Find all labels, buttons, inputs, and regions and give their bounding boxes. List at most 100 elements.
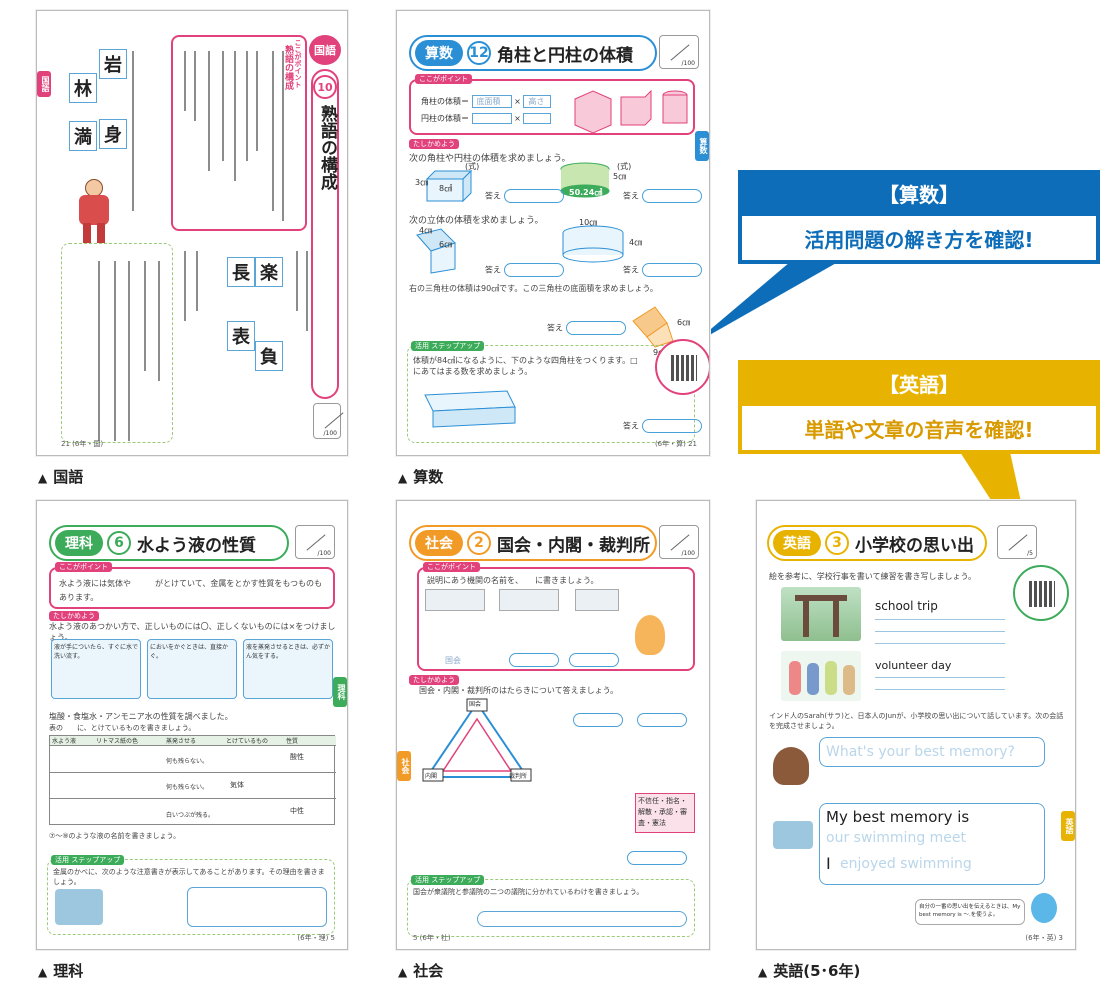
science-stepup-box (47, 859, 335, 935)
base-area-value-2: 50.24㎠ (569, 188, 603, 197)
bird-speech-text: 自分の一番の思い出を伝えるときは、My best memory is 〜.を使う… (919, 904, 1021, 918)
table-cell: 何も残らない。 (166, 784, 209, 791)
science-subject-pill: 理科 (55, 530, 103, 556)
answer-input[interactable] (503, 263, 564, 277)
building-pic (425, 589, 485, 611)
english-q2: インド人のSarah(サラ)と、日本人のJunが、小学校の思い出について話してい… (769, 712, 1064, 730)
writing-line (875, 619, 1005, 620)
english-unit-number: 3 (825, 531, 849, 555)
caption-social: ▲社会 (398, 962, 444, 980)
social-answer-line[interactable] (477, 911, 687, 927)
bird-speech: 自分の一番の思い出を伝えるときは、My best memory is 〜.を使う… (915, 899, 1025, 925)
english-callout-body: 単語や文章の音声を確認! (742, 406, 1096, 450)
diagram-label: 内閣 (425, 773, 438, 780)
answer-input[interactable] (503, 189, 564, 203)
english-word-1: school trip (875, 599, 938, 613)
social-point-q: 説明にあう機関の名前を、 に書きましょう。 (427, 576, 599, 585)
page-japanese: 国語 10 熟語の構成 /100 国語 ここがポイント 熟語の構成 岩 林 満 … (36, 10, 348, 456)
answer-label: 答え (547, 323, 563, 333)
social-footer: 5 (6年・社) (413, 934, 451, 942)
answer-input[interactable] (509, 653, 559, 667)
science-unit-number: 6 (107, 531, 131, 555)
math-callout: 【算数】 活用問題の解き方を確認! (738, 170, 1100, 264)
japanese-point-box: ここがポイント 熟語の構成 (171, 35, 307, 231)
dim-label: 4㎝ (629, 238, 643, 247)
science-score-box: /100 (295, 525, 335, 559)
answer-input[interactable] (641, 419, 702, 433)
answer-label: 答え (623, 265, 639, 275)
jun-avatar (773, 821, 813, 849)
kanji-cell: 身 (99, 119, 127, 149)
trace-question: What's your best memory? (826, 744, 1015, 760)
answer-label: 答え (623, 191, 639, 201)
answer-input[interactable] (569, 653, 619, 667)
dim-label: 5㎝ (613, 172, 627, 181)
japanese-title: 熟語の構成 (317, 105, 337, 190)
building-pic (499, 589, 559, 611)
social-q4: 国会が衆議院と参議院の二つの議院に分かれているわけを書きましょう。 (413, 888, 644, 896)
english-subject-pill: 英語 (773, 530, 821, 556)
bird-illustration (1031, 893, 1057, 923)
math-q3: 右の三角柱の体積は90㎤です。この三角柱の底面積を求めましょう。 (409, 284, 658, 293)
answer-input[interactable] (641, 263, 702, 277)
social-point-box: ここがポイント 説明にあう機関の名前を、 に書きましょう。 国会 (417, 562, 695, 671)
answer-label: 答え (623, 421, 639, 431)
japanese-point-label: ここがポイント (294, 39, 302, 88)
answer-input[interactable] (627, 851, 687, 865)
science-point-text: 水よう液には気体や がとけていて、金属をとかす性質をもつものもあります。 (59, 579, 323, 602)
writing-line (875, 689, 1005, 690)
caption-math: ▲算数 (398, 468, 444, 486)
math-callout-body: 活用問題の解き方を確認! (742, 216, 1096, 260)
english-footer: (6年・英) 3 (1025, 934, 1063, 942)
main-sentence: My best memory is (826, 808, 970, 826)
table-cell: 気体 (230, 781, 244, 789)
answer-input[interactable] (573, 713, 623, 727)
answer-input[interactable] (637, 713, 687, 727)
writing-line (875, 631, 1005, 632)
science-sub2: ⑦〜⑨のような液の名前を書きましょう。 (49, 832, 181, 840)
table-header: 蒸発させる (166, 738, 197, 745)
japanese-point-heading: 熟語の構成 (283, 45, 293, 90)
math-side-tab: 算数 (695, 131, 709, 161)
japanese-stepup-box (61, 243, 173, 443)
writing-line (875, 677, 1005, 678)
choices-text: 不信任・指名・解散・承認・審査・憲法 (638, 797, 687, 827)
kanji-cell: 表 (227, 321, 255, 351)
trace-memory: our swimming meet (826, 830, 967, 846)
english-title: 小学校の思い出 (855, 535, 974, 556)
cylinder-formula-label: 円柱の体積＝ (421, 114, 469, 123)
social-unit-number: 2 (467, 531, 491, 555)
prism-formula-label: 角柱の体積＝ (421, 97, 469, 106)
dim-label: 6㎝ (439, 240, 453, 249)
separation-diagram (422, 698, 532, 782)
caption-english: ▲英語(5･6年) (758, 962, 861, 980)
cat-illustration (635, 615, 665, 655)
math-qr-code[interactable] (655, 339, 709, 395)
table-cell: 中性 (290, 807, 304, 815)
answer-input[interactable] (641, 189, 702, 203)
dim-label: 3㎝ (415, 178, 429, 187)
math-score-box: /100 (659, 35, 699, 69)
speech-bubble-2: My best memory is our swimming meet I en… (819, 803, 1045, 885)
english-qr-code[interactable] (1013, 565, 1069, 621)
social-stepup-label: 活用 ステップアップ (411, 875, 485, 885)
math-q4: 体積が84㎤になるように、下のような四角柱をつくります。□にあてはまる数を求めま… (413, 356, 638, 376)
table-cell: 酸性 (290, 753, 304, 761)
choices-box: 不信任・指名・解散・承認・審査・憲法 (635, 793, 695, 833)
japanese-score-box: /100 (313, 403, 341, 439)
sarah-avatar (773, 747, 809, 785)
math-answer: 答え (623, 189, 702, 203)
science-title: 水よう液の性質 (137, 535, 256, 556)
answer-input[interactable] (565, 321, 626, 335)
science-answer-box[interactable] (187, 887, 327, 927)
pic-caption: においをかぐときは、直接かぐ。 (150, 644, 229, 660)
english-title-bar: 英語 3 小学校の思い出 (767, 525, 987, 561)
english-side-tab: 英語 (1061, 811, 1075, 841)
science-title-bar: 理科 6 水よう液の性質 (49, 525, 289, 561)
math-answer: 答え (547, 321, 626, 335)
table-header: リトマス紙の色 (96, 738, 139, 745)
social-point-label: ここがポイント (423, 562, 480, 572)
dim-label: 10㎝ (579, 218, 598, 227)
answer-label: 答え (485, 191, 501, 201)
japanese-side-tab: 国語 (37, 71, 51, 97)
